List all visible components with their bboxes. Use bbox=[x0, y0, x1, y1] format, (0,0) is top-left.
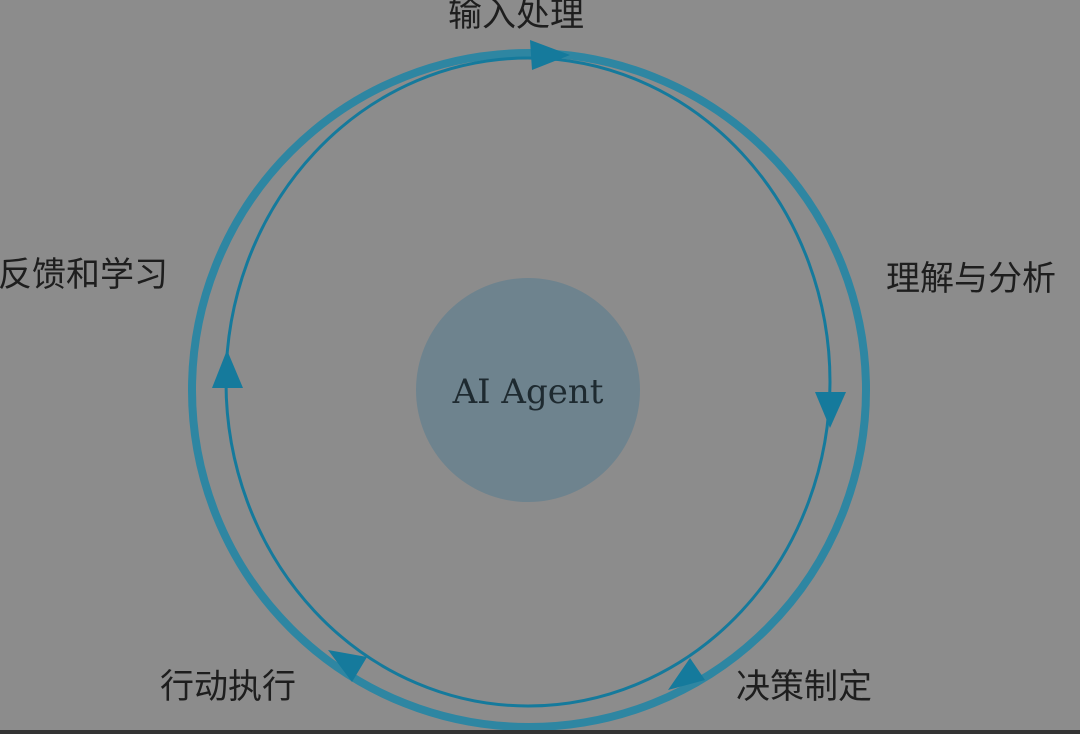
stage-label-input: 输入处理 bbox=[448, 0, 584, 35]
outer-ring bbox=[188, 49, 870, 731]
stage-label-action: 行动执行 bbox=[160, 667, 296, 707]
arrow-right bbox=[815, 392, 846, 428]
arrow-bottom-right bbox=[668, 658, 705, 690]
center-circle bbox=[416, 278, 640, 502]
stage-label-feedback: 反馈和学习 bbox=[0, 255, 168, 295]
arrow-top bbox=[530, 40, 570, 70]
arrow-bottom-left bbox=[328, 650, 367, 682]
bottom-border bbox=[0, 730, 1080, 734]
arrow-left bbox=[212, 350, 243, 388]
stage-label-decision: 决策制定 bbox=[736, 667, 872, 707]
stage-label-analysis: 理解与分析 bbox=[886, 259, 1056, 299]
center-label: AI Agent bbox=[452, 372, 604, 412]
